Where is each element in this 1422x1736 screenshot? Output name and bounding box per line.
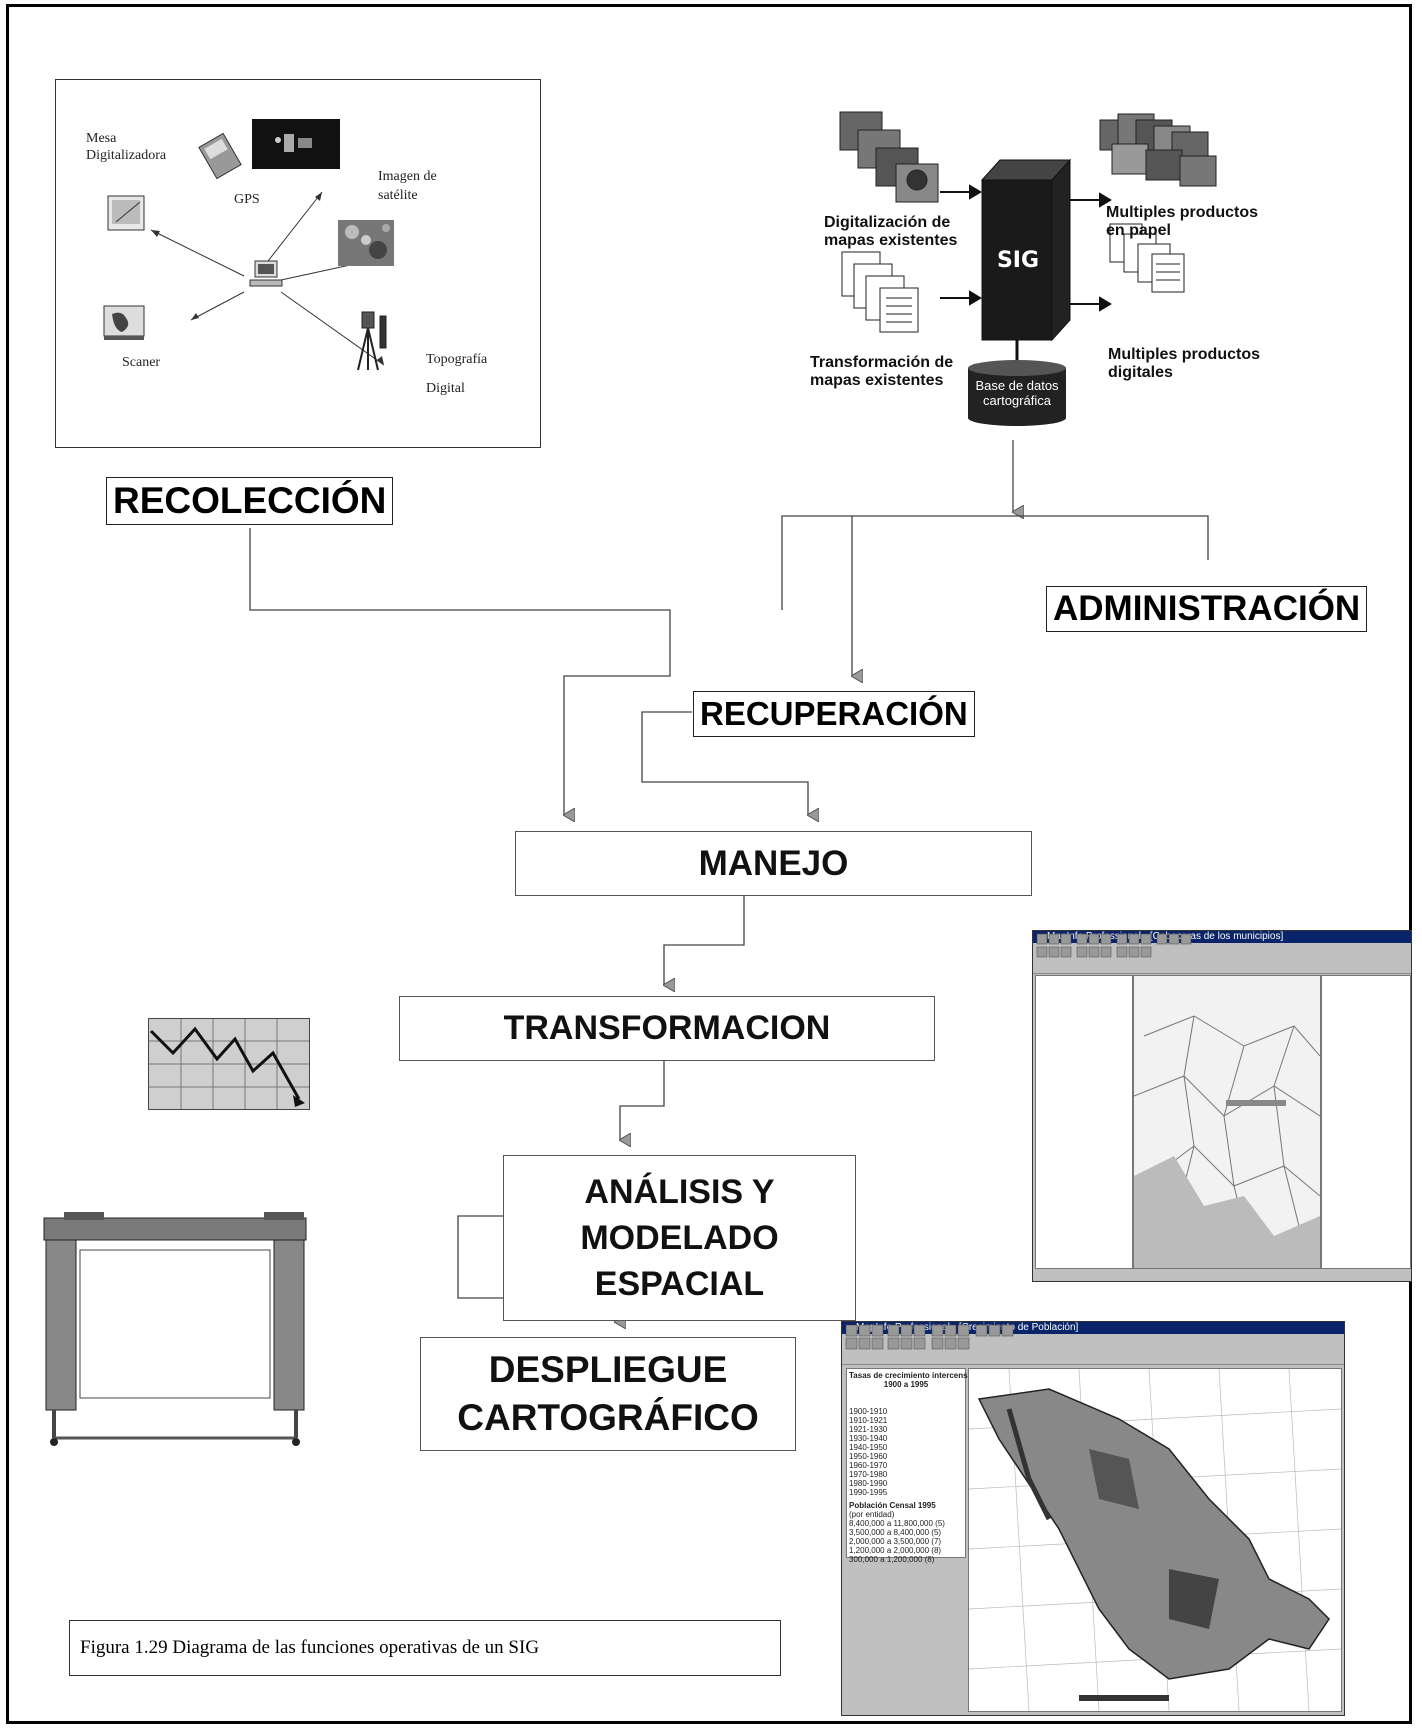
digitizer-icon [107, 195, 145, 231]
mapinfo-bottom-map [968, 1368, 1342, 1712]
trend-chart-icon [148, 1018, 310, 1110]
analisis-line1: ANÁLISIS Y [584, 1173, 775, 1211]
mapinfo-window-bottom: MapInfo Professional - [Crecimiento de P… [841, 1321, 1345, 1716]
line-recoleccion [249, 528, 671, 815]
legend-pop-1: 3,500,000 a 8,400,000 (5) [849, 1528, 942, 1537]
surveying-icon [357, 311, 387, 371]
analisis-line2: MODELADO [580, 1219, 779, 1257]
analisis-box: ANÁLISIS Y MODELADO ESPACIAL [503, 1155, 856, 1321]
sig-panel-diagram [839, 111, 1217, 426]
mapinfo-window-top: MapInfo Professional - [Cabeceras de los… [1032, 930, 1412, 1282]
mapinfo-bottom-legend: Tasas de crecimiento intercensal 1900 a … [846, 1368, 975, 1564]
legend-pop-heading: Población Censal 1995 [849, 1501, 936, 1510]
line-manejo-transf [664, 887, 745, 985]
legend-year-4: 1940-1950 [849, 1443, 888, 1452]
recuperacion-label: RECUPERACIÓN [693, 691, 975, 737]
transformacion-box: TRANSFORMACION [399, 996, 935, 1061]
manejo-label: MANEJO [698, 843, 849, 883]
computer-icon [249, 260, 283, 287]
plotter-icon [34, 1210, 319, 1450]
despliegue-box: DESPLIEGUE CARTOGRÁFICO [420, 1337, 796, 1451]
page-frame [6, 4, 1412, 1724]
scaner-label: Scaner [122, 355, 161, 370]
despliegue-line1: DESPLIEGUE [488, 1349, 728, 1390]
legend-pop-2: 2,000,000 a 3,500,000 (7) [849, 1537, 942, 1546]
gps-label: GPS [234, 192, 260, 207]
line-bracket [781, 515, 1209, 610]
paper-products-icon [1099, 113, 1217, 187]
legend-year-9: 1990-1995 [849, 1488, 888, 1497]
line-transf-analisis [620, 1061, 665, 1140]
legend-year-3: 1930-1940 [849, 1434, 888, 1443]
mexico-map-shape [977, 1388, 1330, 1680]
sig-server-icon [980, 158, 1072, 342]
legend-year-5: 1950-1960 [849, 1452, 888, 1461]
legend-year-1: 1910-1921 [849, 1416, 888, 1425]
mapinfo-top-legend [1035, 975, 1133, 1269]
input-panel-diagram [103, 119, 394, 371]
legend-heading-1: Tasas de crecimiento intercensal [849, 1371, 975, 1380]
legend-year-6: 1960-1970 [849, 1461, 888, 1470]
document-stack-icon [841, 251, 919, 333]
sig-label: SIG [996, 248, 1040, 273]
figure-caption: Figura 1.29 Diagrama de las funciones op… [69, 1620, 781, 1676]
map-stack-icon [839, 111, 939, 203]
legend-year-2: 1921-1930 [849, 1425, 888, 1434]
legend-pop-subheading: (por entidad) [849, 1510, 895, 1519]
line-recup-manejo [641, 711, 808, 815]
legend-heading-2: 1900 a 1995 [883, 1380, 929, 1389]
legend-year-7: 1970-1980 [849, 1470, 888, 1479]
legend-pop-4: 300,000 a 1,200,000 (8) [849, 1555, 935, 1564]
transformacion-label: TRANSFORMACION [503, 1009, 831, 1047]
satellite-icon [252, 119, 340, 169]
scanner-icon [103, 305, 145, 340]
analisis-line3: ESPACIAL [594, 1265, 765, 1303]
database-icon [968, 360, 1066, 426]
administracion-label: ADMINISTRACIÓN [1046, 586, 1368, 632]
recoleccion-label: RECOLECCIÓN [106, 477, 394, 525]
mapinfo-top-info-panel [1321, 975, 1411, 1269]
legend-pop-3: 1,200,000 a 2,000,000 (8) [849, 1546, 942, 1555]
despliegue-line2: CARTOGRÁFICO [457, 1397, 759, 1438]
gps-icon [198, 132, 242, 180]
legend-year-8: 1980-1990 [849, 1479, 888, 1488]
legend-pop-0: 8,400,000 a 11,800,000 (5) [849, 1519, 945, 1528]
legend-year-0: 1900-1910 [849, 1407, 888, 1416]
digital-products-icon [1109, 223, 1185, 293]
figure-caption-text: Figura 1.29 Diagrama de las funciones op… [80, 1637, 540, 1658]
mapinfo-top-map [1133, 975, 1321, 1269]
manejo-box: MANEJO [515, 831, 1032, 896]
satellite-image-icon [338, 220, 394, 266]
